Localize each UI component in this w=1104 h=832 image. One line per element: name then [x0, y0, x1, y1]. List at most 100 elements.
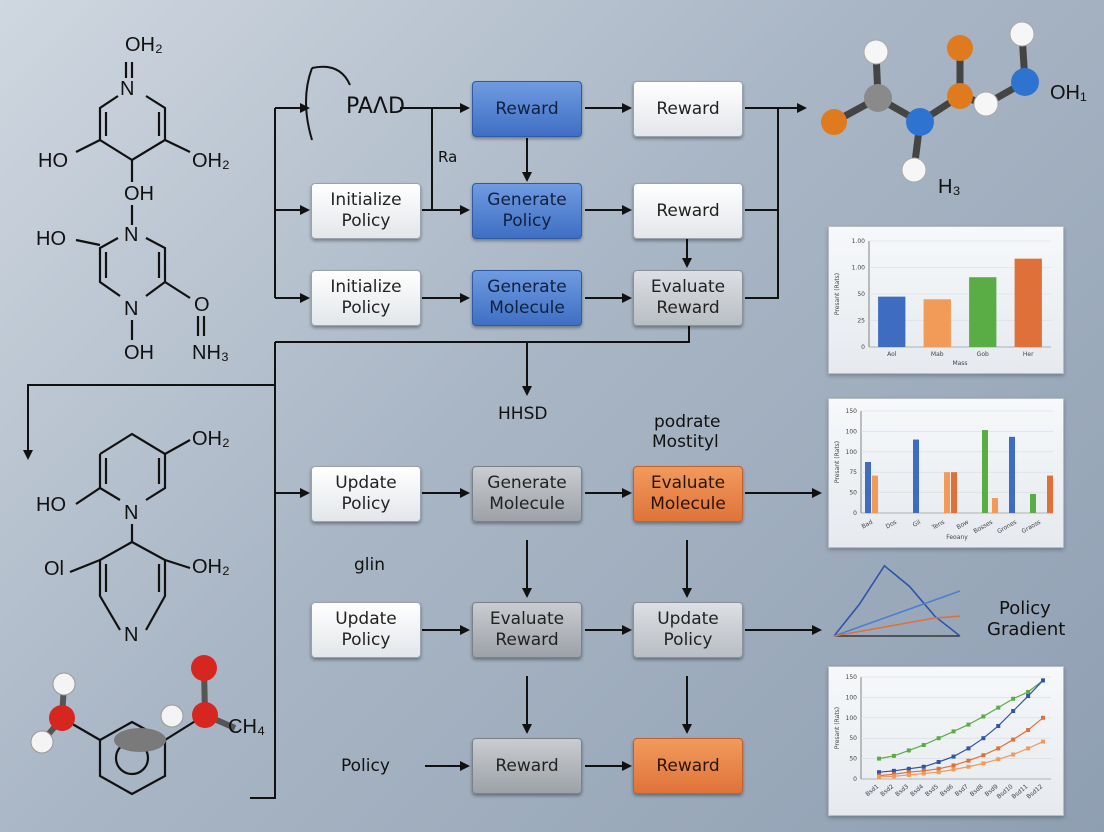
chart1-y-tick: 50	[857, 291, 865, 298]
m2-oh-bottom: OH	[124, 342, 154, 364]
chart4-x-tick: Bsd6	[939, 783, 955, 798]
chart4-point	[891, 772, 896, 777]
glin-label: glin	[354, 555, 386, 575]
m3-n-bottom: N	[124, 624, 139, 646]
chart4-point	[891, 768, 896, 773]
chart4-point	[951, 754, 956, 759]
policy-gradient-label-2: Gradient	[987, 619, 1066, 640]
chart4-point	[1041, 678, 1045, 683]
chart2-y-tick: 100	[846, 449, 858, 456]
chart4-y-tick: 100	[846, 715, 858, 722]
hhsd-label: HHSD	[498, 404, 548, 424]
chart4-x-tick: Bsd4	[909, 783, 925, 798]
chart2-bar	[865, 462, 871, 513]
chart4-point	[966, 764, 971, 769]
chart4-point	[1011, 752, 1016, 757]
chart2-x-tick: Grones	[996, 519, 1018, 536]
chart2-y-tick: 50	[849, 490, 857, 497]
ra-label: Ra	[438, 148, 458, 166]
m2-n-top: N	[124, 224, 139, 246]
node-reward-bottom-gray: Reward	[472, 738, 582, 794]
chart2-x-tick: Graoss	[1021, 519, 1042, 535]
molecule-drawings	[30, 62, 237, 796]
chart4-y-tick: 150	[846, 674, 858, 681]
chart2-x-tick: Gil	[912, 519, 923, 529]
m3-ol: Ol	[44, 558, 64, 580]
policy-gradient-label-1: Policy	[999, 598, 1051, 619]
m4-ch4: CH₄	[228, 716, 266, 738]
node-reward-top-gray: Reward	[633, 81, 743, 137]
policy-label: Policy	[341, 756, 390, 776]
chart1-x-label: Mass	[952, 360, 967, 367]
chart2-y-tick: 100	[846, 428, 858, 435]
chart1-bar	[878, 296, 906, 347]
chart1-bar	[923, 299, 951, 347]
chart4-x-tick: Bsd12	[1025, 783, 1044, 800]
chart2-y-tick: 150	[846, 408, 858, 415]
chart4-point	[951, 767, 956, 772]
m3-ho-left: HO	[36, 494, 66, 516]
chart4-point	[966, 746, 971, 751]
chart4-point	[921, 771, 926, 776]
chart2-x-tick: Bosses	[972, 519, 994, 535]
chart4-point	[996, 746, 1001, 751]
chart1-y-tick: 25	[857, 318, 865, 325]
chart4-y-tick: 50	[849, 735, 857, 742]
chart4-point	[951, 729, 956, 734]
m1-ho-left: HO	[38, 150, 68, 172]
chart4-point	[1026, 728, 1031, 733]
chart4-point	[921, 743, 926, 747]
chart1-bar	[969, 277, 997, 347]
chart4-x-tick: Bsd5	[924, 783, 940, 798]
chart4-point	[996, 723, 1001, 728]
chart4-point	[966, 758, 971, 763]
ball-atoms-bottom-left	[30, 655, 237, 754]
chart4-point	[936, 770, 941, 775]
chart4-point	[936, 760, 941, 764]
chart4-x-tick: Bsd1	[864, 783, 880, 798]
chart4-x-tick: Bsd8	[969, 783, 985, 798]
chart2-bar	[951, 472, 957, 513]
chart1-y-tick: 0	[861, 344, 865, 351]
chart4-point	[1026, 746, 1031, 751]
m1-oh-bottom: OH	[124, 183, 154, 205]
chart2-y-tick: 0	[853, 510, 857, 517]
chart1-x-tick: Aol	[887, 351, 897, 358]
chart2-x-tick: Bad	[860, 519, 874, 531]
chart4-point	[891, 753, 896, 758]
chart4-point	[1026, 689, 1031, 694]
m3-nitrogen: N	[124, 502, 139, 524]
chart1-y-label: Presant (Rats)	[834, 273, 841, 315]
chart2-bar	[992, 498, 998, 513]
chart2-bar	[1009, 436, 1015, 513]
node-reward-top-blue: Reward	[472, 81, 582, 137]
podrate-label: podrate	[654, 412, 721, 432]
chart4-point	[906, 748, 911, 753]
m1-oh2-top: OH₂	[125, 34, 163, 56]
chart1-y-tick: 1.00	[852, 238, 866, 245]
node-reward-bottom-orange: Reward	[633, 738, 743, 794]
ball-h3-label: H₃	[938, 176, 961, 198]
chart4-series-line	[878, 679, 1044, 773]
chart4-x-tick: Bsd3	[894, 783, 910, 798]
chart4-y-label: Presant (Rats)	[834, 707, 841, 749]
chart4-x-tick: Bsd2	[879, 783, 895, 798]
pad-label: PAɅD	[346, 94, 405, 119]
chart1-bar	[1014, 258, 1042, 347]
chart4-point	[951, 763, 956, 768]
chart4-point	[1011, 737, 1016, 742]
ball-stick-molecule	[821, 21, 1039, 183]
